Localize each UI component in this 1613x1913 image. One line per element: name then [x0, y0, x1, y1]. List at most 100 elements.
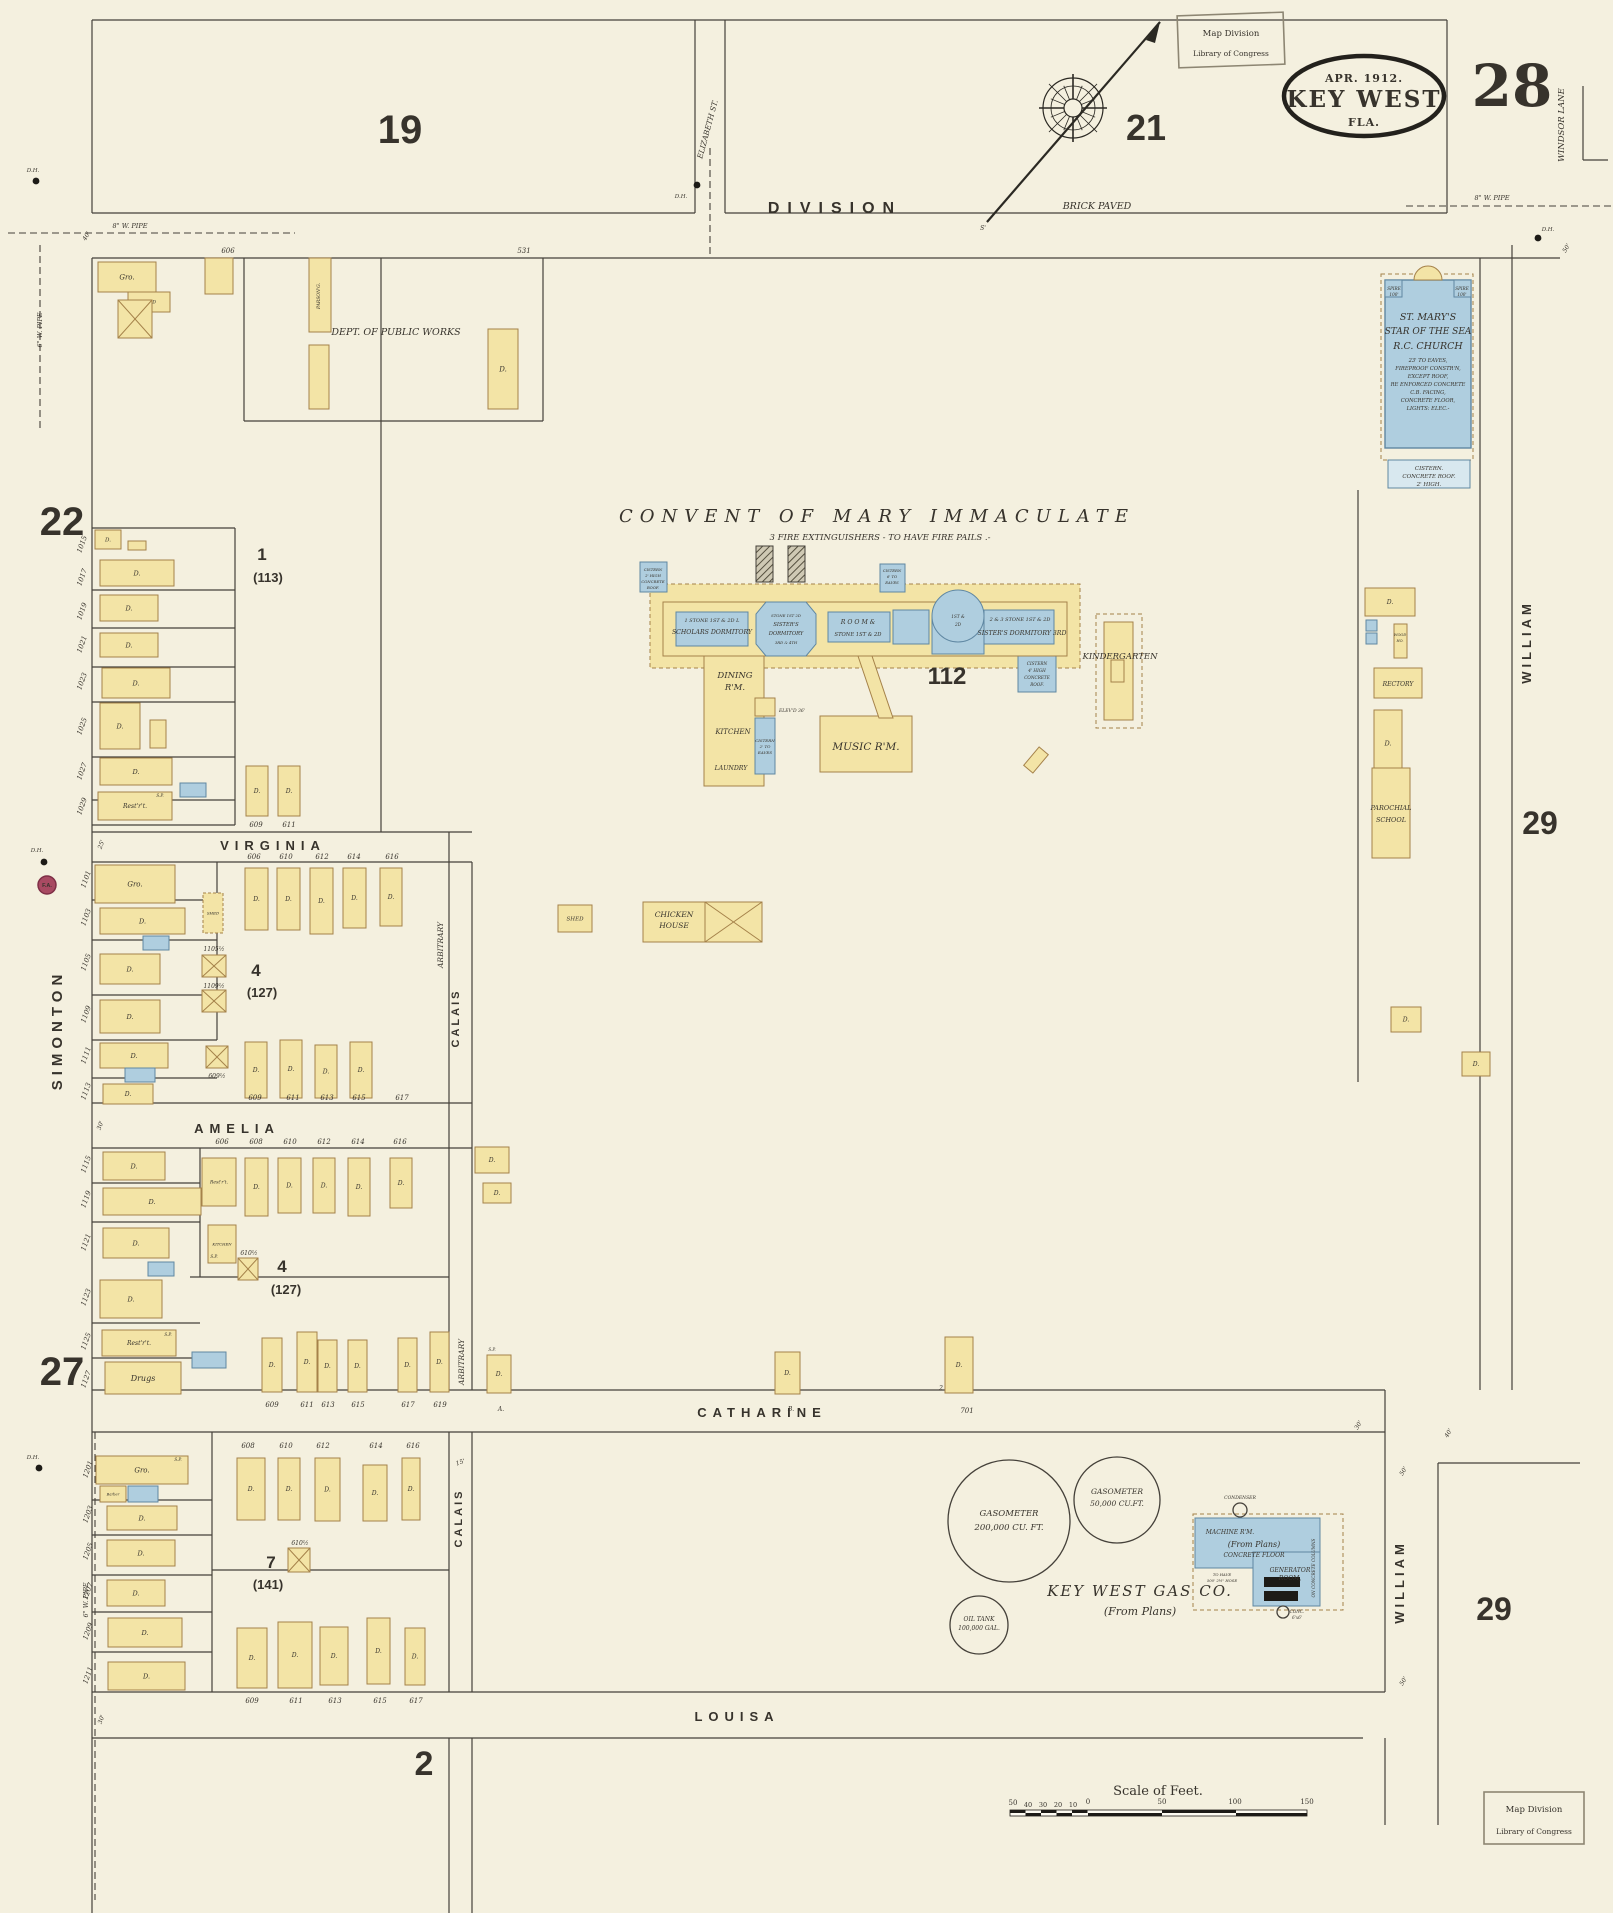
- scale-segment: [1162, 1810, 1236, 1813]
- building-label: D.: [1402, 1017, 1410, 1024]
- map-label: 610: [279, 1442, 293, 1450]
- map-label: 612: [315, 853, 329, 861]
- building-label: D.: [317, 898, 325, 905]
- building-label: D.: [142, 1672, 150, 1680]
- building: [474, 1146, 510, 1174]
- map-label: (113): [253, 570, 283, 585]
- building-label: D.: [137, 1514, 145, 1522]
- map-label: 8" W. PIPE: [1475, 194, 1510, 202]
- map-label: CONC.: [1290, 1609, 1305, 1614]
- building: [99, 559, 175, 587]
- map-label: 3 FIRE EXTINGUISHERS - TO HAVE FIRE PAIL…: [770, 533, 991, 543]
- map-label: S': [980, 225, 986, 232]
- map-label: (141): [253, 1577, 283, 1592]
- building: [487, 328, 519, 410]
- map-label: 614: [351, 1138, 364, 1146]
- building: [347, 1339, 368, 1393]
- map-label: 100,000 GAL.: [958, 1625, 1000, 1632]
- building-label: D.: [403, 1362, 411, 1369]
- block-21: 21: [1126, 107, 1166, 148]
- map-label: ROOM,: [1278, 1575, 1301, 1582]
- building-label: SHED: [207, 910, 220, 915]
- map-label: KEY WEST: [1286, 86, 1441, 113]
- map-label: LAUNDRY: [714, 765, 749, 772]
- st-marys-church: [1384, 279, 1472, 449]
- building-label: D.: [1383, 739, 1391, 747]
- building: [147, 1261, 175, 1277]
- map-label: 609: [249, 821, 263, 829]
- double-hydrant-dot: [693, 181, 701, 189]
- building: [309, 867, 334, 935]
- building-label: D.: [323, 1363, 331, 1370]
- building-cross: [205, 1045, 229, 1069]
- music-room: [819, 715, 913, 773]
- building: [99, 1279, 163, 1319]
- building-label: D.: [125, 1013, 133, 1021]
- double-hydrant-dot: [32, 177, 40, 185]
- building: [101, 667, 171, 699]
- map-label: CONCRETE: [641, 579, 664, 584]
- building-label: D.: [955, 1362, 963, 1369]
- condenser: [1232, 1502, 1248, 1518]
- map-label: CHICKEN: [655, 910, 694, 919]
- building: [127, 540, 147, 551]
- map-label: CISTERN: [1027, 661, 1048, 666]
- building-label: D.: [247, 1486, 255, 1493]
- map-label: Library of Congress: [1496, 1827, 1572, 1836]
- map-label: 613: [320, 1094, 334, 1102]
- building: [149, 719, 167, 749]
- map-label: 40': [81, 230, 92, 243]
- building-label: D.: [303, 1359, 311, 1366]
- building: [201, 1157, 237, 1207]
- building: [404, 1627, 426, 1686]
- map-label: EAVES: [884, 580, 899, 585]
- building: [397, 1337, 418, 1393]
- map-label: ON CONCRETE COLUMNS: [1311, 1538, 1316, 1597]
- map-label: 606: [221, 247, 235, 255]
- map-label: 40: [1024, 1801, 1032, 1809]
- church-dome: [1413, 265, 1443, 281]
- building: [99, 999, 161, 1034]
- building-cross: [201, 954, 227, 978]
- map-label: 6" W. PIPE: [82, 1582, 90, 1617]
- building: [244, 867, 269, 931]
- building-label: D.: [268, 1362, 276, 1369]
- building: [276, 867, 301, 931]
- scale-segment: [1056, 1813, 1072, 1816]
- building: [1365, 632, 1378, 645]
- building-label: D.: [136, 1549, 144, 1557]
- map-label: B.: [787, 1406, 794, 1413]
- street-amelia: AMELIA: [194, 1121, 280, 1136]
- building-label: D.: [115, 722, 123, 730]
- concrete-base: [1276, 1605, 1290, 1619]
- street-louisa: LOUISA: [694, 1709, 779, 1724]
- map-label: 2 & 3 STONE 1ST & 2D: [989, 617, 1051, 623]
- map-label: Library of Congress: [1193, 49, 1269, 58]
- compass-point: [1079, 114, 1098, 133]
- map-label: 615: [352, 1094, 366, 1102]
- map-label: 612: [316, 1442, 330, 1450]
- building-label: D.: [285, 788, 293, 795]
- building: [754, 717, 776, 775]
- map-label: 615: [373, 1697, 387, 1705]
- chicken-house: [642, 901, 706, 943]
- scale-segment: [1088, 1813, 1162, 1816]
- church-spire-sw: [1384, 279, 1403, 298]
- map-label: 50: [1158, 1798, 1167, 1806]
- building-label: D.: [353, 1363, 361, 1370]
- dept-public-works: DEPT. OF PUBLIC WORKS: [330, 327, 461, 338]
- block-2: 2: [415, 1745, 434, 1783]
- map-label: (From Plans): [1228, 1540, 1281, 1549]
- building: [277, 765, 301, 817]
- map-label: 616: [385, 853, 399, 861]
- building: [486, 1354, 512, 1394]
- building: [94, 529, 122, 550]
- map-label: 30': [1353, 1419, 1364, 1431]
- building: [317, 1339, 338, 1393]
- building: [106, 1539, 176, 1567]
- map-label: GASOMETER: [980, 1509, 1040, 1519]
- building: [277, 1157, 302, 1214]
- building: [675, 611, 749, 647]
- map-label: D.H.: [26, 168, 40, 174]
- sheet-number: 28: [1472, 52, 1553, 120]
